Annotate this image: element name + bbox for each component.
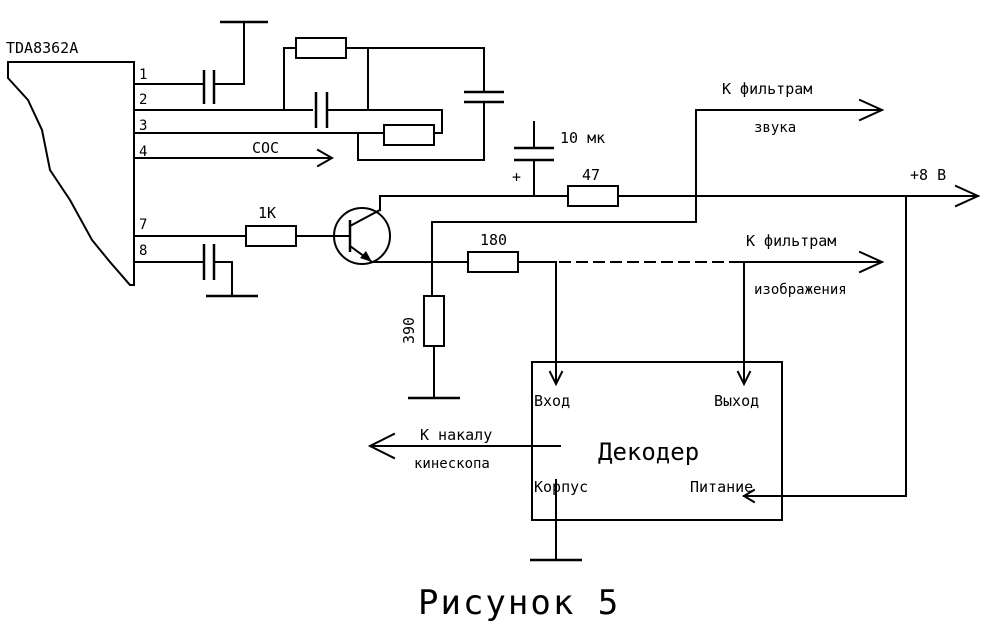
image-filter-label-1: К фильтрам [746,232,836,250]
supply-label: +8 В [910,166,946,184]
arrow-right-icon [316,148,335,168]
resistor-47 [567,185,619,207]
pins-2-3-network [133,37,504,161]
r1k-label: 1K [258,204,276,222]
cap-plus-label: + [512,168,521,186]
resistor [383,124,435,146]
resistor-390 [423,295,445,347]
cap-value-label: 10 мк [560,129,605,147]
r47-label: 47 [582,166,600,184]
resistor-180 [467,251,519,273]
pin-1-label: 1 [139,67,147,83]
cos-label: СОС [252,139,279,157]
capacitor-10uf: 10 мк + [512,121,605,197]
decoder-power-label: Питание [690,478,753,496]
arrow-down-icon [548,370,564,387]
arrow-right-icon [858,250,885,274]
image-filter-label-2: изображения [754,282,847,298]
heater-label-2: кинескопа [414,456,490,472]
heater-line: К накалу кинескопа [367,426,561,472]
pin-2-label: 2 [139,92,147,108]
arrow-left-icon [742,488,756,504]
pin-7-label: 7 [139,217,147,233]
supply-rail: 47 +8 В [379,166,981,504]
pin-8-label: 8 [139,243,147,259]
arrow-right-icon [858,98,885,122]
arrow-down-icon [736,370,752,387]
sound-filter-line: К фильтрам звука [431,80,885,297]
sound-filter-label-1: К фильтрам [722,80,812,98]
sound-filter-label-2: звука [754,120,796,136]
transistor [333,207,391,265]
resistor-1k [245,225,297,247]
figure-caption: Рисунок 5 [418,583,620,623]
pin-4-label: 4 [139,144,147,160]
emitter-network: 180 К фильтрам изображения [371,231,885,387]
chip-tda8362a: TDA8362A 1 2 3 4 7 8 [6,39,147,286]
decoder-title: Декодер [598,438,699,466]
resistor-390-branch: 390 [400,295,460,400]
r180-label: 180 [480,231,507,249]
decoder-output-label: Выход [714,392,759,410]
decoder-block: Декодер Вход Выход Корпус Питание [530,361,783,562]
emitter-arrow-icon [360,251,372,262]
pin-7-network: 1K [133,204,339,247]
pin-8-network [133,244,258,298]
heater-label-1: К накалу [420,426,492,444]
decoder-ground-label: Корпус [534,478,588,496]
pin-1-network [133,20,268,104]
r390-label: 390 [400,317,418,344]
arrow-right-icon [954,184,981,208]
pin-4-output: СОС [133,139,335,168]
decoder-input-label: Вход [534,392,570,410]
resistor [295,37,347,59]
chip-name: TDA8362A [6,39,78,57]
arrow-left-icon [367,432,396,460]
pin-3-label: 3 [139,118,147,134]
